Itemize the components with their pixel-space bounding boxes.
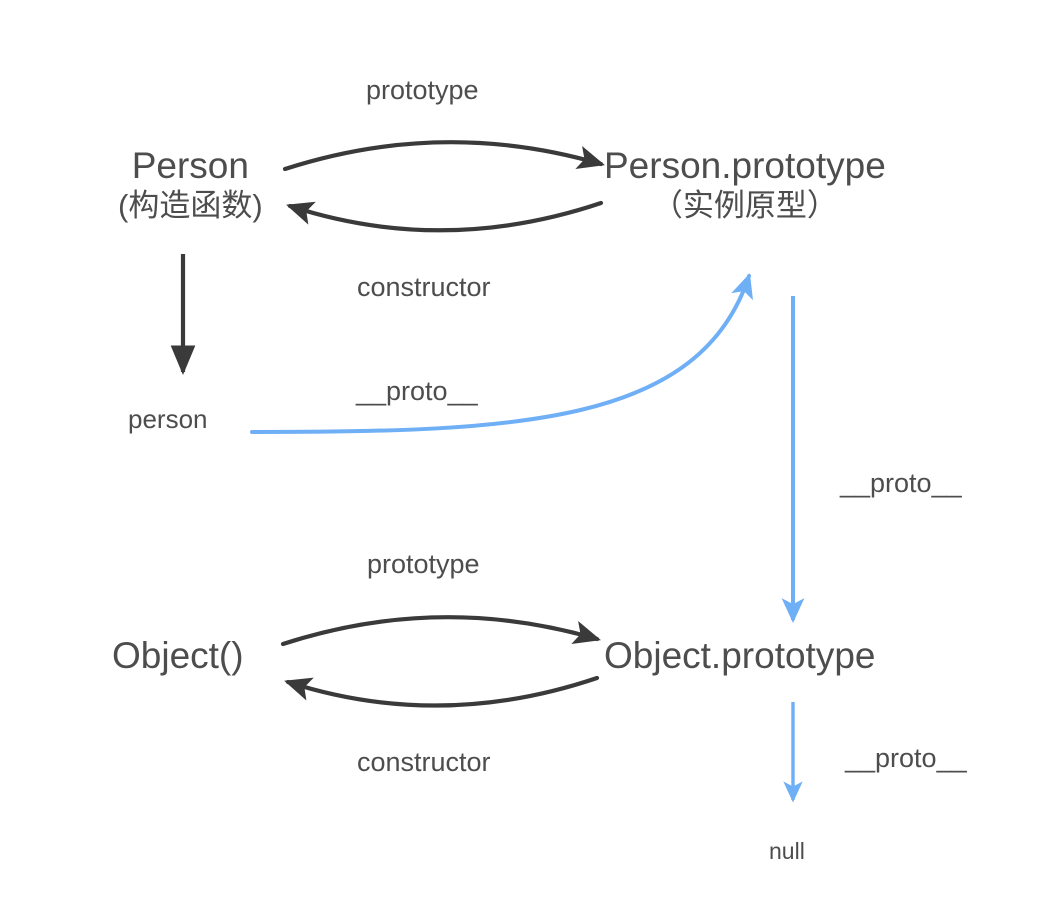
edge-label-proto-person-prototype: __proto__: [840, 468, 962, 498]
node-person-title: Person: [131, 145, 249, 186]
edge-label-proto-null: __proto__: [845, 743, 967, 773]
node-person-subtitle: (构造函数): [118, 187, 263, 223]
edge-label-prototype-bottom: prototype: [367, 549, 480, 579]
edge-object-prototype-to-object: [284, 675, 600, 708]
edge-label-prototype-top: prototype: [366, 75, 479, 105]
node-object-prototype: Object.prototype: [604, 635, 876, 676]
node-person: Person (构造函数): [118, 144, 263, 224]
edge-object-to-object-prototype: [280, 615, 601, 647]
edge-instance-proto-to-person-prototype: [250, 273, 753, 434]
node-person-prototype-title: Person.prototype: [604, 145, 886, 186]
node-null: null: [769, 838, 805, 864]
edge-person-to-person-prototype: [282, 140, 605, 172]
node-person-prototype: Person.prototype （实例原型）: [604, 144, 886, 224]
edge-label-proto-person-instance: __proto__: [356, 376, 478, 406]
edge-person-prototype-to-person: [286, 200, 604, 233]
node-person-prototype-subtitle: （实例原型）: [651, 187, 838, 223]
edge-label-constructor-top: constructor: [357, 272, 491, 302]
edge-label-constructor-bottom: constructor: [357, 747, 491, 777]
node-person-instance: person: [128, 404, 208, 434]
node-object-function: Object(): [112, 635, 244, 676]
